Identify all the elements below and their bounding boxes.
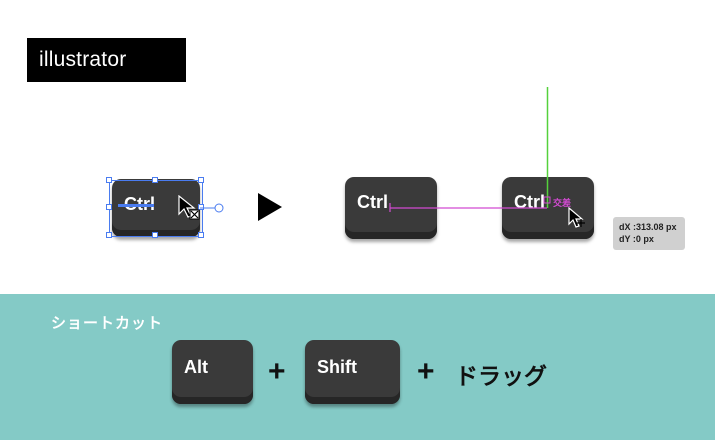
plus-sign: +	[417, 355, 435, 388]
move-copy-cursor-icon	[568, 207, 585, 228]
center-point-icon	[118, 204, 154, 207]
plus-sign: +	[268, 355, 286, 388]
key-label: Ctrl	[514, 192, 545, 212]
drag-action-label: ドラッグ	[455, 363, 547, 389]
key-label: Shift	[317, 357, 357, 377]
selection-handle-tc[interactable]	[152, 177, 158, 183]
key-label: Alt	[184, 357, 208, 377]
move-copy-cursor-icon	[178, 195, 200, 220]
shortcut-title: ショートカット	[51, 315, 164, 332]
key-label: Ctrl	[357, 192, 388, 212]
selection-handle-br[interactable]	[198, 232, 204, 238]
app-label: illustrator	[27, 38, 186, 82]
rotate-handle-icon[interactable]	[200, 200, 226, 216]
selection-handle-bl[interactable]	[106, 232, 112, 238]
selection-handle-tl[interactable]	[106, 177, 112, 183]
selection-handle-tr[interactable]	[198, 177, 204, 183]
move-distance-readout: dX :313.08 px dY :0 px	[613, 217, 685, 250]
readout-dx: dX :313.08 px	[619, 222, 677, 232]
alt-key[interactable]: Alt	[172, 340, 253, 404]
shift-key[interactable]: Shift	[305, 340, 400, 404]
smart-guide-intersect-label: 交差	[553, 198, 572, 208]
smart-guide-lines	[389, 87, 551, 212]
selection-handle-bc[interactable]	[152, 232, 158, 238]
selection-handle-ml[interactable]	[106, 204, 112, 210]
play-arrow-icon	[258, 193, 282, 221]
readout-dy: dY :0 px	[619, 234, 654, 244]
selection-handle-mr[interactable]	[198, 204, 204, 210]
